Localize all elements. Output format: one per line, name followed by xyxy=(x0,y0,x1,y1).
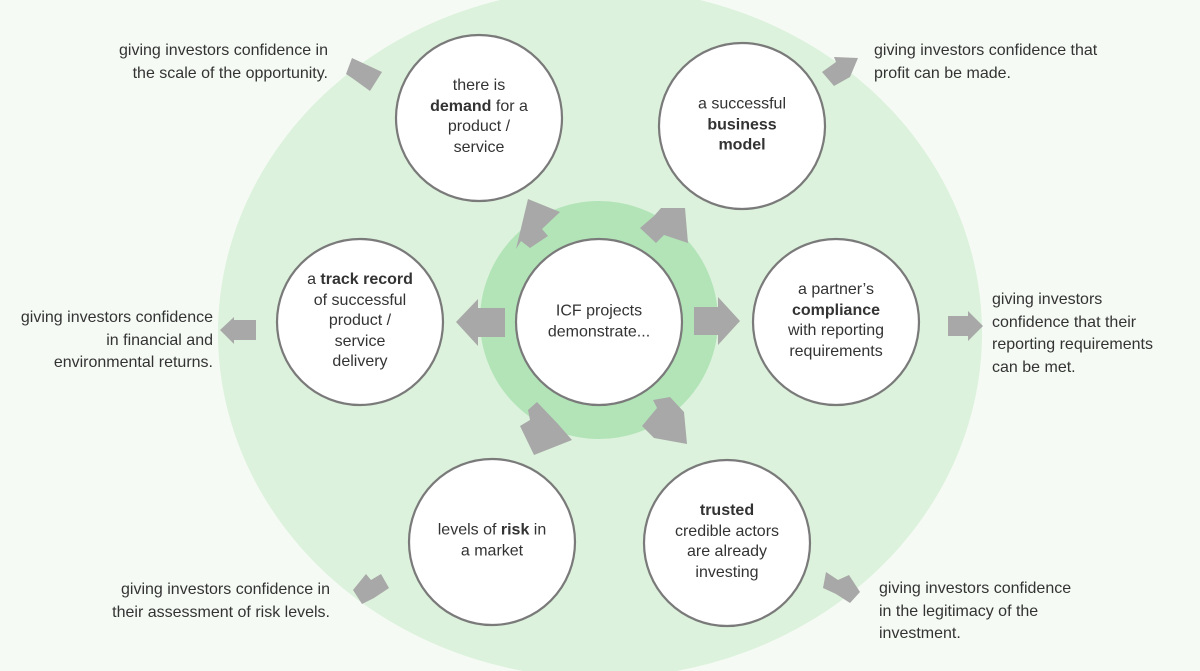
inner-arrow-risk xyxy=(520,402,572,455)
caption-compliance: giving investors confidence that their r… xyxy=(992,289,1153,379)
node-label-text: with reporting xyxy=(787,322,885,339)
node-label-line: compliance xyxy=(766,301,906,322)
node-label-bold-text: business xyxy=(707,115,777,133)
caption-line: giving investors confidence in xyxy=(120,581,330,598)
caption-line: reporting requirements xyxy=(992,336,1153,353)
inner-arrow-track-record xyxy=(456,299,505,346)
outer-arrow-trusted xyxy=(823,572,860,603)
caption-line: investment. xyxy=(879,625,961,642)
node-demand-circle xyxy=(394,33,564,203)
node-trusted-label: trusted credible actors are already investi… xyxy=(657,501,797,583)
node-label-text: investing xyxy=(695,563,759,581)
inner-arrow-compliance xyxy=(694,297,740,345)
outer-arrow-demand xyxy=(346,58,382,91)
node-label-line: a successful xyxy=(672,94,812,115)
caption-line: can be met. xyxy=(992,358,1076,376)
node-label-line: model xyxy=(672,135,812,156)
node-compliance-label: a partner’s compliance with reporting requi… xyxy=(766,280,906,362)
node-label-line: there is xyxy=(409,76,549,97)
caption-line: the scale of the opportunity. xyxy=(132,64,328,82)
node-label-line: of successful xyxy=(290,290,430,311)
node-label-text: levels of xyxy=(437,521,501,539)
node-label-text: in xyxy=(529,521,547,539)
node-label-text: are already xyxy=(686,543,768,560)
node-label-line: trusted xyxy=(657,501,797,522)
node-label-line: product / xyxy=(290,311,430,332)
node-compliance-circle xyxy=(751,237,921,407)
inner-arrow-demand xyxy=(516,199,560,249)
node-business-model-label: a successful business model xyxy=(672,94,812,156)
node-label-line: delivery xyxy=(290,352,430,373)
node-label-text: product / xyxy=(447,118,511,135)
outer-arrow-business-model xyxy=(822,57,858,86)
caption-line: confidence that their xyxy=(992,313,1137,331)
node-label-text: a successful xyxy=(697,95,787,113)
center-label-line: demonstrate... xyxy=(547,323,651,340)
caption-line: their assessment of risk levels. xyxy=(112,603,330,621)
caption-line: giving investors confidence that xyxy=(874,42,1098,59)
center-label: ICF projects demonstrate... xyxy=(529,302,669,343)
node-business-model-circle xyxy=(657,41,827,211)
caption-line: in financial and xyxy=(106,331,213,349)
inner-arrow-trusted xyxy=(642,397,687,444)
caption-line: giving investors confidence in xyxy=(118,42,328,59)
outer-arrow-risk xyxy=(353,574,389,604)
caption-business-model: giving investors confidence that profit … xyxy=(874,40,1097,85)
caption-line: giving investors xyxy=(992,291,1103,308)
node-label-bold-text: compliance xyxy=(791,301,881,319)
node-label-text: for a xyxy=(491,97,528,115)
node-label-text: a xyxy=(307,270,321,288)
node-label-line: demand for a xyxy=(409,97,549,118)
node-label-text: a market xyxy=(460,542,524,559)
caption-line: giving investors confidence xyxy=(20,309,213,326)
node-label-bold-text: model xyxy=(718,136,766,154)
caption-line: giving investors confidence xyxy=(879,580,1072,597)
node-label-line: a track record xyxy=(290,270,430,291)
node-label-line: with reporting xyxy=(766,321,906,342)
node-label-line: service xyxy=(409,138,549,159)
node-label-line: business xyxy=(672,115,812,136)
outer-arrow-track-record xyxy=(220,317,256,344)
caption-line: environmental returns. xyxy=(53,354,213,371)
node-label-bold-text: risk xyxy=(500,521,530,539)
node-label-line: levels of risk in xyxy=(422,521,562,542)
node-risk-circle xyxy=(407,457,577,627)
node-label-text: a partner’s xyxy=(798,281,874,298)
center-circle xyxy=(514,237,684,407)
caption-track-record: giving investors confidence in financial… xyxy=(21,307,213,375)
node-label-text: product / xyxy=(328,311,392,329)
node-trusted-circle xyxy=(642,458,812,628)
node-label-text: credible actors xyxy=(674,522,780,540)
node-label-text: service xyxy=(453,138,505,156)
caption-risk: giving investors confidence in their ass… xyxy=(112,579,330,624)
node-label-text: of successful xyxy=(313,291,407,309)
node-label-text: service xyxy=(334,332,386,350)
node-label-line: credible actors xyxy=(657,522,797,543)
node-label-line: investing xyxy=(657,563,797,584)
node-label-text: there is xyxy=(452,77,506,94)
node-label-bold-text: demand xyxy=(430,97,492,115)
caption-trusted: giving investors confidence in the legit… xyxy=(879,578,1071,646)
node-label-text: requirements xyxy=(789,342,883,360)
caption-line: in the legitimacy of the xyxy=(879,602,1039,620)
node-label-line: a partner’s xyxy=(766,280,906,301)
node-label-line: requirements xyxy=(766,342,906,363)
node-label-line: service xyxy=(290,331,430,352)
center-label-line: ICF projects xyxy=(555,302,643,320)
node-label-bold-text: trusted xyxy=(699,502,755,519)
caption-line: profit can be made. xyxy=(874,64,1011,82)
node-track-record-circle xyxy=(275,237,445,407)
node-label-bold-text: track record xyxy=(320,270,413,288)
caption-demand: giving investors confidence in the scale… xyxy=(119,40,328,85)
outer-arrow-compliance xyxy=(948,311,983,341)
node-label-line: are already xyxy=(657,542,797,563)
node-label-line: product / xyxy=(409,117,549,138)
node-label-text: delivery xyxy=(332,352,388,370)
inner-arrow-business-model xyxy=(640,208,688,243)
node-label-line: a market xyxy=(422,541,562,562)
